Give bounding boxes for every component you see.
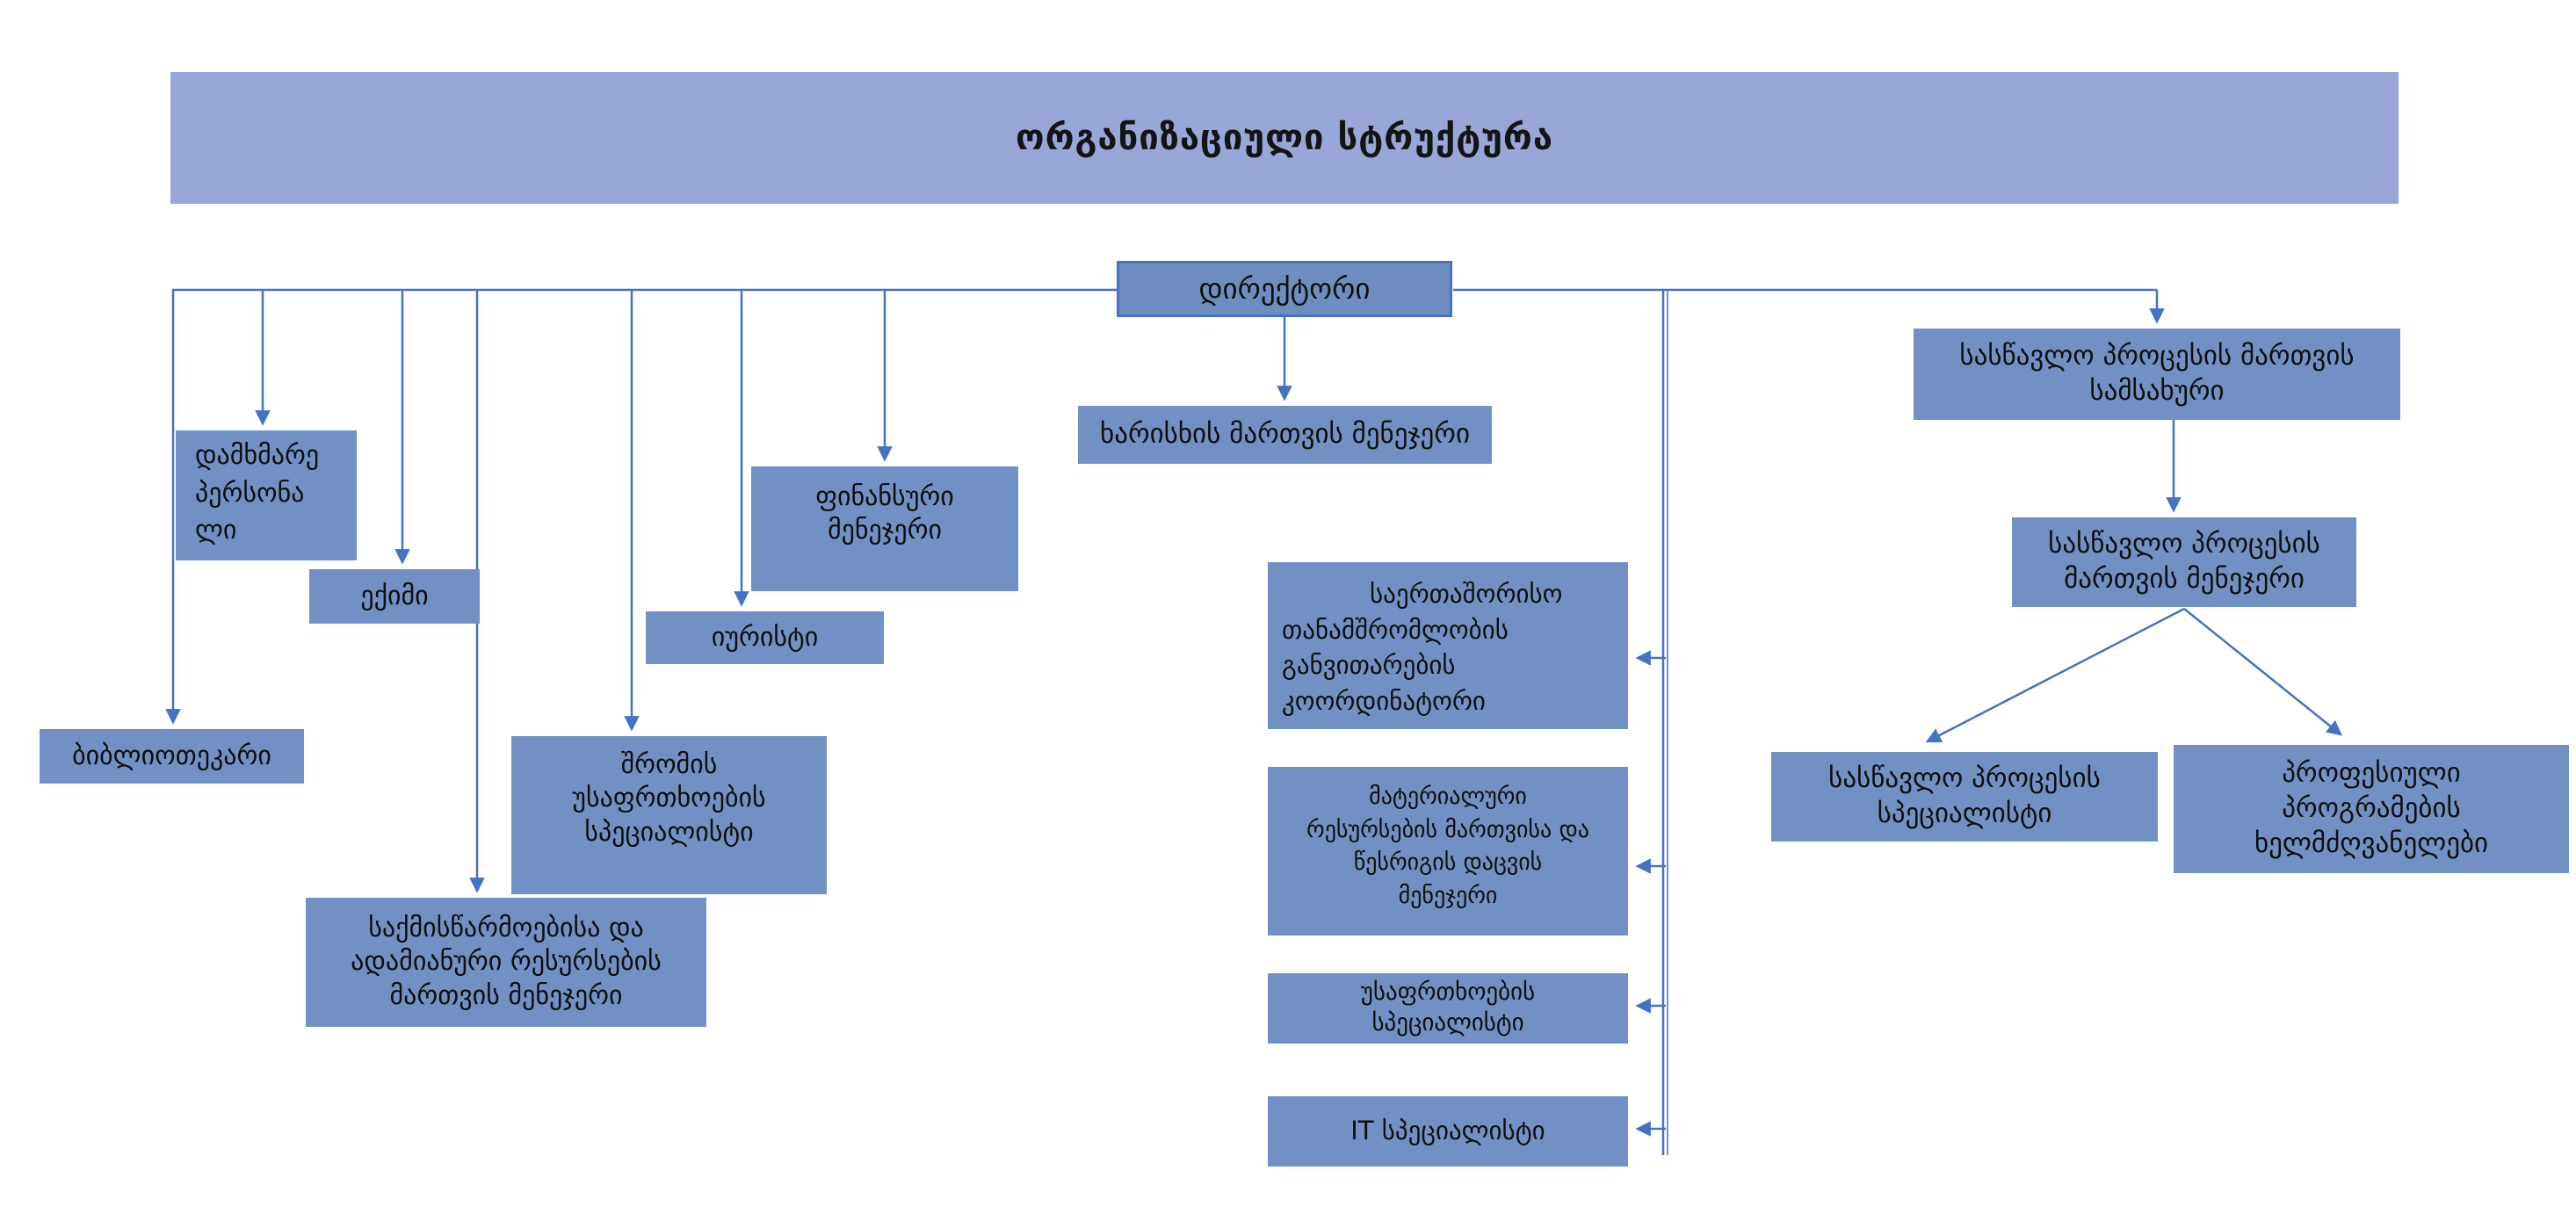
node-edu-process-specialist-label: სასწავლო პროცესის სპეციალისტი: [1828, 762, 2101, 829]
node-security-specialist-label: უსაფრთხოების სპეციალისტი: [1360, 979, 1536, 1037]
node-records-hr-manager: საქმისწარმოებისა და ადამიანური რესურსები…: [306, 898, 706, 1027]
node-librarian: ბიბლიოთეკარი: [40, 729, 304, 784]
node-support-staff-label: დამხმარე პერსონა ლი: [195, 440, 320, 546]
node-edu-process-specialist: სასწავლო პროცესის სპეციალისტი: [1771, 752, 2158, 842]
connector-to-program-heads: [2183, 608, 2343, 736]
node-it-specialist-label: IT სპეციალისტი: [1350, 1116, 1545, 1146]
chart-title-bar: ორგანიზაციული სტრუქტურა: [170, 72, 2399, 204]
connector-to-edu-specialist: [1925, 607, 2185, 743]
node-quality-manager-label: ხარისხის მართვის მენეჯერი: [1100, 418, 1470, 451]
node-edu-process-office-label: სასწავლო პროცესის მართვის სამსახური: [1959, 340, 2355, 407]
node-edu-process-manager: სასწავლო პროცესის მართვის მენეჯერი: [2012, 517, 2356, 607]
node-material-resources-manager: მატერიალური რესურსების მართვისა და წესრი…: [1268, 767, 1628, 936]
node-program-heads: პროფესიული პროგრამების ხელმძღვანელები: [2174, 745, 2569, 873]
node-intl-cooperation-label: საერთაშორისო თანამშრომლობის განვითარების…: [1282, 579, 1563, 716]
node-program-heads-label: პროფესიული პროგრამების ხელმძღვანელები: [2254, 757, 2489, 859]
node-finance-manager-label: ფინანსური მენეჯერი: [815, 481, 954, 546]
node-labor-safety-label: შრომის უსაფრთხოების სპეციალისტი: [572, 749, 766, 848]
node-intl-cooperation-coordinator: საერთაშორისო თანამშრომლობის განვითარების…: [1268, 562, 1628, 729]
node-director: დირექტორი: [1117, 261, 1452, 317]
node-director-label: დირექტორი: [1198, 271, 1371, 306]
chart-title: ორგანიზაციული სტრუქტურა: [1016, 118, 1553, 158]
node-doctor-label: ექიმი: [360, 580, 429, 611]
node-edu-process-manager-label: სასწავლო პროცესის მართვის მენეჯერი: [2048, 528, 2320, 595]
node-lawyer: იურისტი: [646, 611, 884, 664]
node-quality-manager: ხარისხის მართვის მენეჯერი: [1078, 406, 1492, 464]
node-labor-safety-specialist: შრომის უსაფრთხოების სპეციალისტი: [511, 736, 827, 894]
node-records-hr-label: საქმისწარმოებისა და ადამიანური რესურსები…: [351, 912, 662, 1011]
node-it-specialist: IT სპეციალისტი: [1268, 1096, 1628, 1167]
node-lawyer-label: იურისტი: [711, 621, 819, 653]
node-doctor: ექიმი: [309, 569, 480, 624]
node-security-specialist: უსაფრთხოების სპეციალისტი: [1268, 973, 1628, 1044]
node-support-staff: დამხმარე პერსონა ლი: [176, 430, 357, 560]
node-finance-manager: ფინანსური მენეჯერი: [751, 466, 1018, 591]
node-edu-process-office: სასწავლო პროცესის მართვის სამსახური: [1914, 329, 2400, 420]
node-librarian-label: ბიბლიოთეკარი: [72, 740, 271, 771]
node-material-resources-label: მატერიალური რესურსების მართვისა და წესრი…: [1306, 784, 1589, 910]
